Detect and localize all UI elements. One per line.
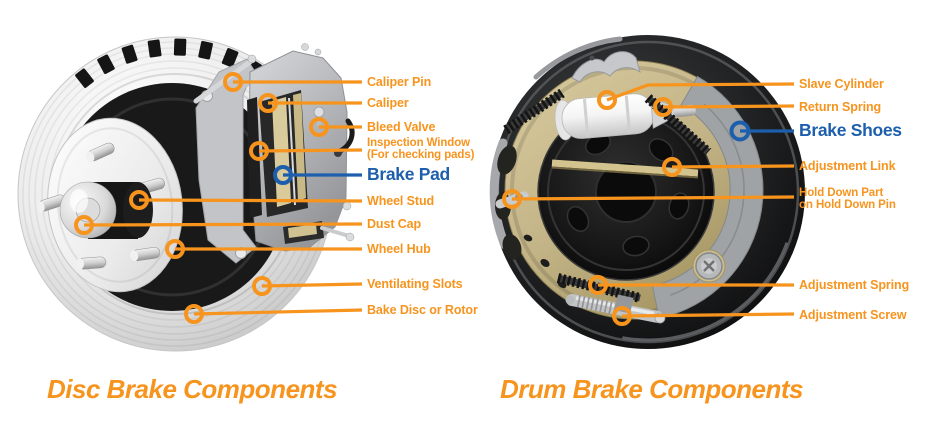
caliper-body <box>247 43 348 252</box>
adjustment-link-marker <box>662 157 682 177</box>
drum-left-rim <box>489 138 510 250</box>
return-spring-left-graphic <box>503 88 565 135</box>
inspection-window-marker <box>249 141 269 161</box>
drum-brake-title: Drum Brake Components <box>500 374 804 404</box>
drum-brake-illustration <box>489 35 805 349</box>
inspection-window-line <box>258 148 363 153</box>
label-wheel-hub: Wheel Hub <box>367 241 431 256</box>
label-adjustment-link: Adjustment Link <box>799 158 896 173</box>
adjustment-screw-line <box>621 312 795 318</box>
label-inspection-window-line1: Inspection Window <box>367 137 470 149</box>
label-bake-disc-or-rotor: Bake Disc or Rotor <box>367 302 478 317</box>
return-spring-marker <box>653 97 673 117</box>
hold-down-line <box>511 195 795 201</box>
drum-callouts <box>502 82 795 326</box>
label-inspection-window-line2: (For checking pads) <box>367 149 475 161</box>
bleed-valve-marker <box>309 117 329 137</box>
disc-brake-title: Disc Brake Components <box>47 374 338 404</box>
bake-disc-line <box>193 308 363 316</box>
caliper-pin-marker <box>223 72 243 92</box>
top-levers-graphic <box>571 51 641 83</box>
label-caliper-pin: Caliper Pin <box>367 74 432 89</box>
label-hold-down-line2: on Hold Down Pin <box>799 199 896 211</box>
return-spring-right-graphic <box>644 94 712 156</box>
label-adjustment-spring: Adjustment Spring <box>799 277 910 292</box>
wheel-stud-marker <box>129 190 149 210</box>
wheel-stud-line <box>138 198 363 203</box>
slave-cylinder-marker <box>597 90 617 110</box>
ventilating-slots-marker <box>252 276 272 296</box>
adjustment-screw-marker <box>612 306 632 326</box>
adjustment-spring-graphic <box>556 273 642 303</box>
dust-cap-line <box>83 222 363 227</box>
hold-down-marker <box>502 189 522 209</box>
label-bleed-valve: Bleed Valve <box>367 119 436 134</box>
disc-callouts <box>74 72 363 324</box>
brake-shoes-marker <box>729 120 751 142</box>
wheel-hub-inner-edge <box>56 127 174 283</box>
adjustment-link-line <box>671 164 795 169</box>
return-spring-line <box>662 104 795 109</box>
label-hold-down: Hold Down Part on Hold Down Pin <box>799 187 896 211</box>
label-brake-pad: Brake Pad <box>367 164 450 185</box>
adjustment-spring-marker <box>588 275 608 295</box>
slave-cylinder-line <box>606 82 795 102</box>
disc-brake-illustration <box>17 36 355 352</box>
label-return-spring: Return Spring <box>799 99 882 114</box>
label-hold-down-line1: Hold Down Part <box>799 187 884 199</box>
ventilating-slots-line <box>261 282 363 288</box>
brake-pad-marker <box>273 165 293 185</box>
bake-disc-marker <box>184 304 204 324</box>
label-inspection-window: Inspection Window (For checking pads) <box>367 137 474 161</box>
dust-cap-marker <box>74 215 94 235</box>
label-caliper: Caliper <box>367 95 409 110</box>
label-slave-cylinder: Slave Cylinder <box>799 76 884 91</box>
caliper-marker <box>258 93 278 113</box>
label-dust-cap: Dust Cap <box>367 216 422 231</box>
label-adjustment-screw: Adjustment Screw <box>799 307 907 322</box>
hold-down-screw-graphic <box>692 249 726 283</box>
label-brake-shoes: Brake Shoes <box>799 120 902 141</box>
label-wheel-stud: Wheel Stud <box>367 193 435 208</box>
caliper-lower-window <box>283 201 355 244</box>
label-ventilating-slots: Ventilating Slots <box>367 276 463 291</box>
wheel-hub-marker <box>165 239 185 259</box>
